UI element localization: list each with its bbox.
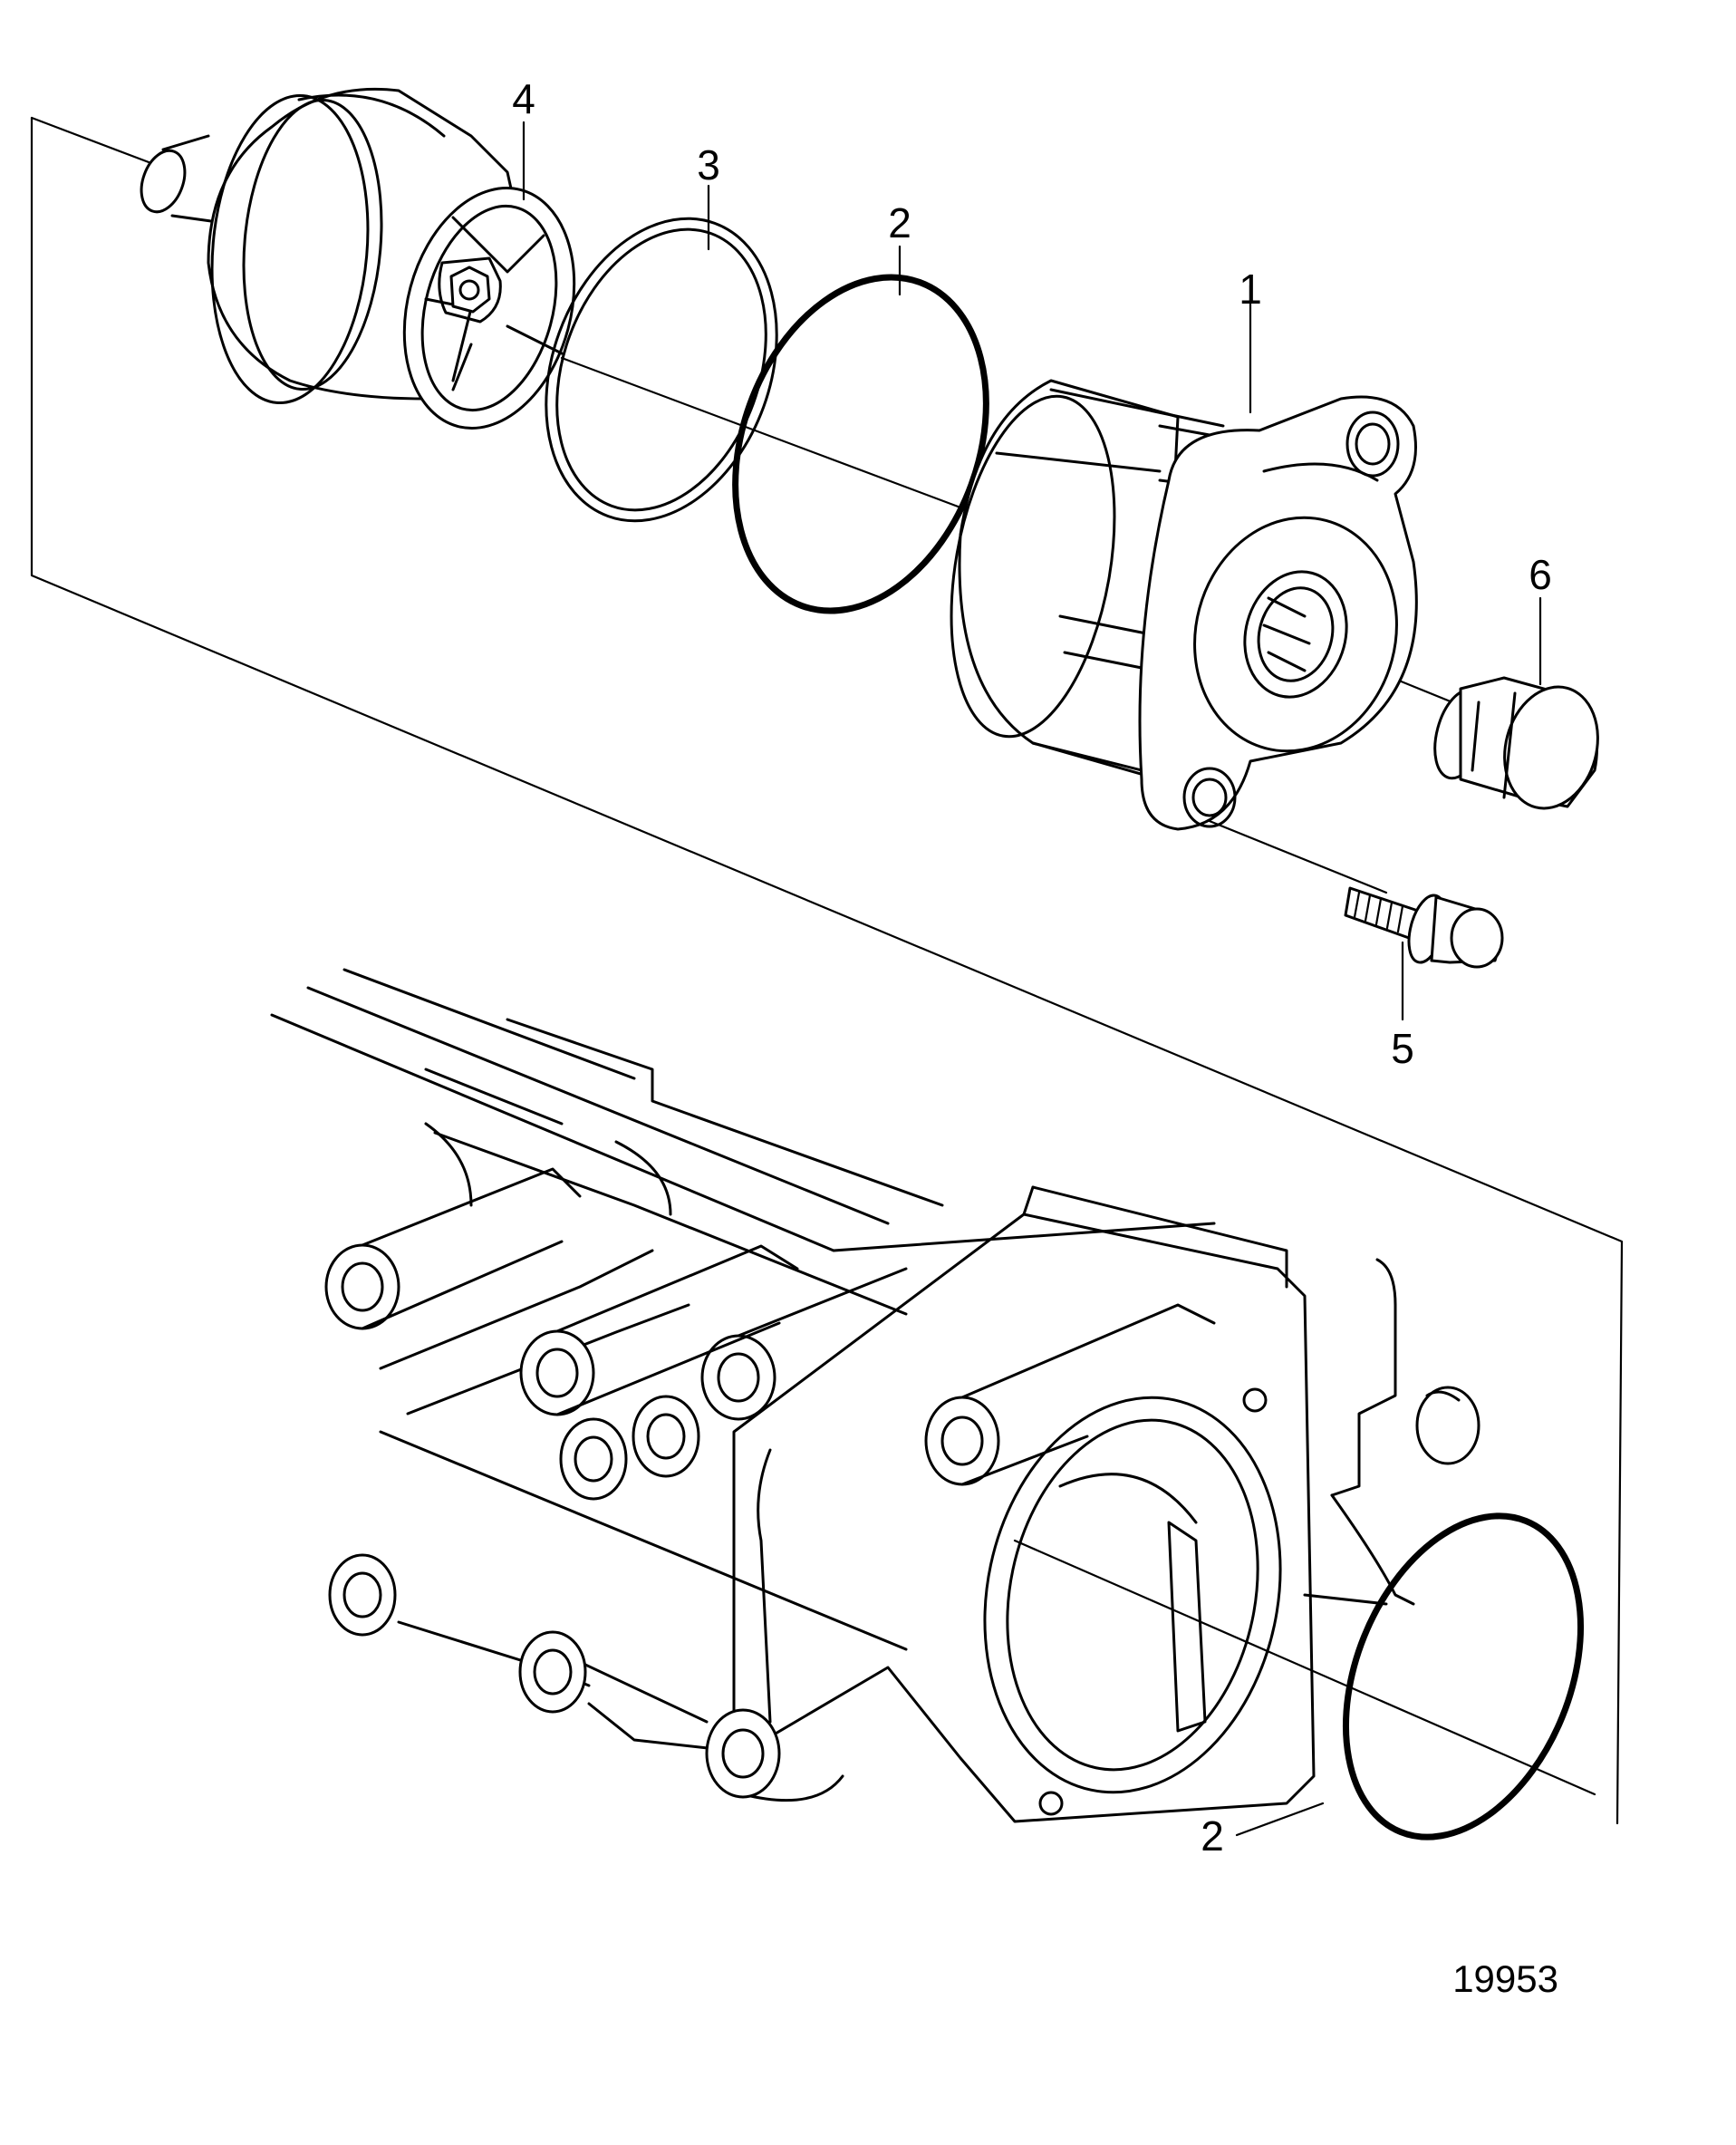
callout-6: 6 bbox=[1529, 551, 1552, 598]
callout-1: 1 bbox=[1239, 266, 1262, 313]
callout-3: 3 bbox=[697, 141, 720, 188]
thermostat bbox=[140, 87, 576, 430]
callout-5: 5 bbox=[1391, 1025, 1414, 1072]
plug bbox=[1433, 676, 1599, 810]
callout-2-lower: 2 bbox=[1201, 1812, 1224, 1860]
callout-2-upper: 2 bbox=[888, 199, 911, 246]
leader-lines bbox=[522, 121, 1542, 1837]
o-ring-lower bbox=[1342, 1512, 1585, 1841]
callouts: 4 3 2 1 6 5 2 bbox=[512, 75, 1552, 1860]
assembly-axis-lines bbox=[30, 116, 1624, 1825]
engine-housing bbox=[270, 968, 1480, 1823]
thermostat-housing bbox=[950, 379, 1418, 831]
flange-bolt bbox=[1344, 886, 1504, 969]
callout-4: 4 bbox=[512, 75, 535, 122]
housing-pipe-ends bbox=[324, 1167, 1216, 1799]
figure-number: 19953 bbox=[1452, 1957, 1558, 2000]
